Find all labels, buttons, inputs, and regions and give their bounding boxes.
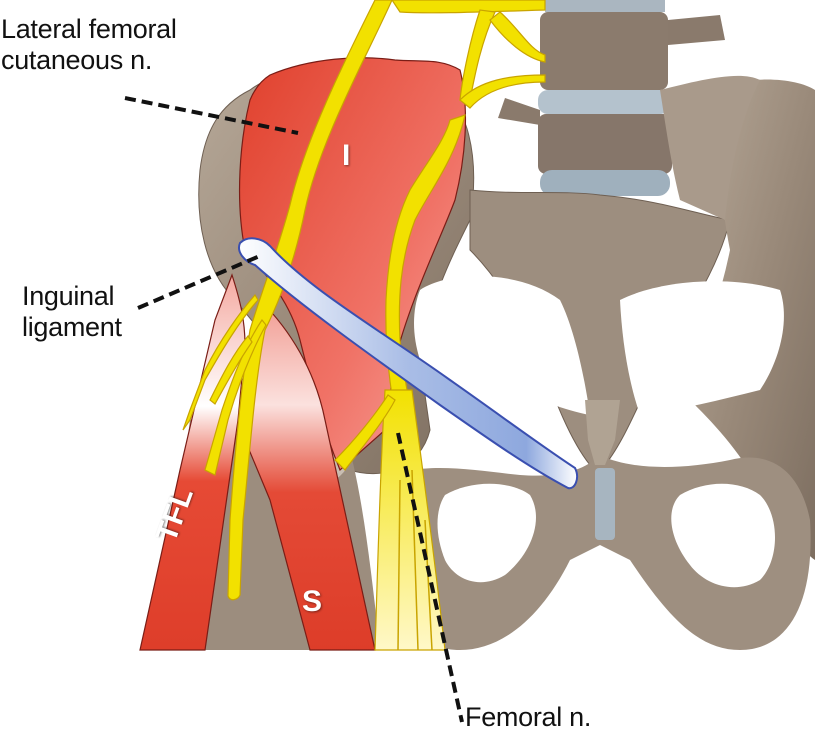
leader-inguinal-ligament — [137, 253, 263, 310]
lumbar-spine — [498, 0, 725, 196]
leader-lateral-femoral-cutaneous — [124, 96, 299, 135]
label-lateral-femoral-cutaneous-nerve: Lateral femoral cutaneous n. — [1, 14, 177, 76]
left-obturator-foramen — [437, 483, 536, 583]
leader-femoral-nerve — [396, 432, 464, 723]
right-obturator-foramen — [671, 483, 775, 588]
tensor-fasciae-latae-muscle — [139, 273, 246, 651]
coccyx — [585, 400, 620, 465]
inguinal-ligament — [238, 237, 578, 490]
label-line-1: Lateral femoral — [1, 14, 177, 44]
leader-lines — [124, 96, 464, 723]
label-inguinal-ligament: Inguinal ligament — [22, 281, 122, 343]
label-line-2: cutaneous n. — [1, 45, 153, 75]
label-sartorius: S — [302, 585, 323, 618]
pubic-symphysis — [595, 468, 615, 540]
label-line-2: ligament — [22, 312, 122, 342]
label-line-1: Inguinal — [22, 281, 115, 311]
muscles — [139, 57, 467, 651]
label-iliacus: I — [342, 139, 351, 172]
lateral-femoral-cutaneous-nerve — [227, 0, 393, 601]
label-femoral-nerve: Femoral n. — [465, 702, 592, 732]
pelvic-inlet — [414, 276, 590, 415]
